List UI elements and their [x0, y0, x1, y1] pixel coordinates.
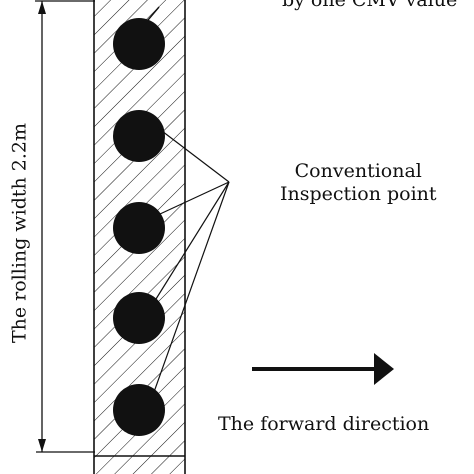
inspection-label-line-2: Inspection point: [280, 183, 437, 205]
dimension-bottom-arrowhead: [38, 439, 46, 452]
leader-line-3: [155, 181, 230, 300]
rolling-width-label: The rolling width 2.2m: [8, 122, 31, 344]
leader-line-4: [153, 181, 230, 393]
forward-direction-label: The forward direction: [218, 413, 430, 435]
dimension-top-arrowhead: [38, 1, 46, 14]
inspection-leader-lines: [153, 127, 230, 393]
forward-arrow-head: [374, 353, 394, 385]
top-note-pointer: [147, 6, 160, 21]
inspection-point-4: [113, 292, 165, 344]
cmv-note-text: by one CMV value: [282, 0, 458, 11]
inspection-label-line-1: Conventional: [294, 160, 422, 182]
inspection-point-2: [113, 110, 165, 162]
inspection-point-label: Conventional Inspection point: [280, 160, 437, 206]
inspection-point-5: [113, 384, 165, 436]
inspection-point-1: [113, 18, 165, 70]
leader-line-2: [159, 181, 230, 215]
rolling-width-dimension: [35, 0, 95, 453]
leader-line-1: [157, 127, 230, 183]
inspection-point-3: [113, 202, 165, 254]
inspection-points: [113, 18, 165, 436]
